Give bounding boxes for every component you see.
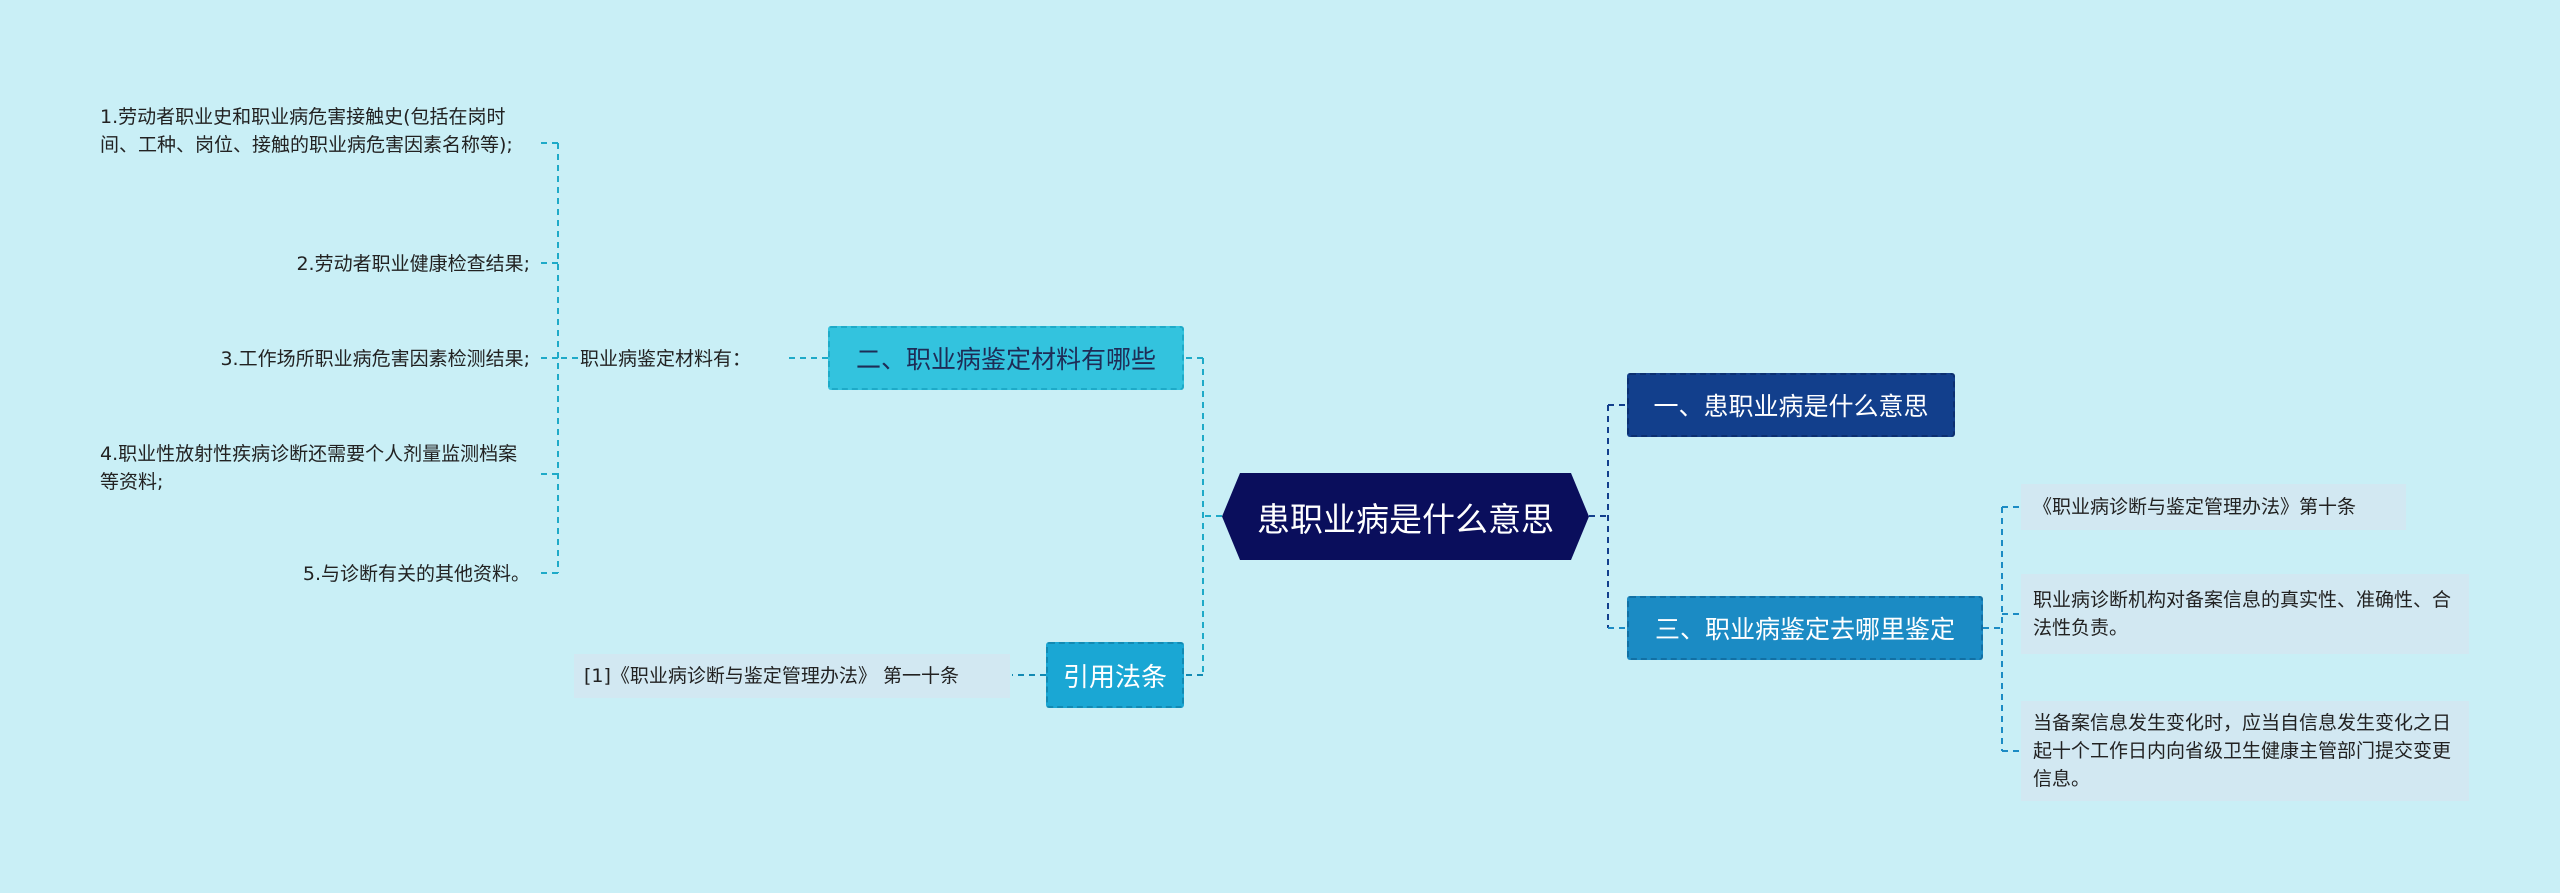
leaf-text: 当备案信息发生变化时，应当自信息发生变化之日起十个工作日内向省级卫生健康主管部门… [2033,712,2452,790]
leaf-change-reporting[interactable]: 当备案信息发生变化时，应当自信息发生变化之日起十个工作日内向省级卫生健康主管部门… [2021,701,2469,801]
branch-where-to-appraise[interactable]: 三、职业病鉴定去哪里鉴定 [1627,596,1983,660]
branch-cited-law[interactable]: 引用法条 [1046,642,1184,708]
leaf-regulation-article-10[interactable]: 《职业病诊断与鉴定管理办法》第十条 [2021,484,2406,530]
branch-what-is-occupational-disease[interactable]: 一、患职业病是什么意思 [1627,373,1955,437]
leaf-text: [1]《职业病诊断与鉴定管理办法》 第一十条 [584,665,959,687]
connector-sub-leaves [538,142,578,574]
material-item-4[interactable]: 4.职业性放射性疾病诊断还需要个人剂量监测档案等资料; [100,443,518,493]
central-topic[interactable]: 患职业病是什么意思 [1222,473,1589,560]
connector-center-left [1184,357,1222,675]
materials-intro-label[interactable]: 职业病鉴定材料有： [580,348,752,370]
leaf-text: 职业病诊断机构对备案信息的真实性、准确性、合法性负责。 [2033,589,2452,639]
leaf-text: 《职业病诊断与鉴定管理办法》第十条 [2033,496,2357,518]
material-item-3[interactable]: 3.工作场所职业病危害因素检测结果; [220,348,530,370]
branch-appraisal-materials[interactable]: 二、职业病鉴定材料有哪些 [828,326,1184,390]
material-item-5[interactable]: 5.与诊断有关的其他资料。 [302,563,530,585]
material-item-2[interactable]: 2.劳动者职业健康检查结果; [296,253,530,275]
connector-center-right [1589,404,1627,628]
material-item-1[interactable]: 1.劳动者职业史和职业病危害接触史(包括在岗时间、工种、岗位、接触的职业病危害因… [100,106,513,156]
connector-b3-leaves [1983,506,2021,752]
leaf-institution-responsibility[interactable]: 职业病诊断机构对备案信息的真实性、准确性、合法性负责。 [2021,574,2469,654]
cited-law-leaf[interactable]: [1]《职业病诊断与鉴定管理办法》 第一十条 [574,654,1010,698]
